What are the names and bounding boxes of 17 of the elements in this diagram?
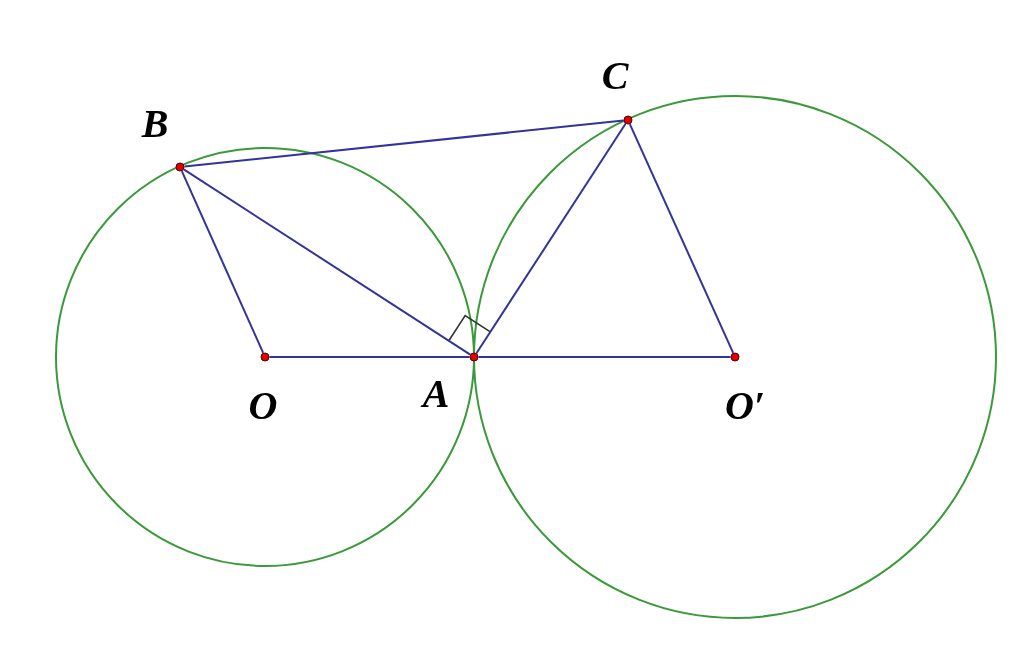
point-label: O	[248, 386, 278, 426]
point	[623, 115, 633, 125]
point	[730, 352, 740, 362]
point	[469, 352, 479, 362]
line-segment	[477, 356, 732, 358]
line-segment	[628, 123, 735, 354]
point	[175, 162, 185, 172]
line-segment	[268, 356, 471, 358]
line-segment	[182, 168, 472, 356]
point-label: C	[601, 56, 629, 96]
line-segment	[183, 119, 625, 168]
line-segment	[475, 122, 627, 355]
point	[260, 352, 270, 362]
point-label: A	[422, 374, 450, 414]
point-label: B	[141, 104, 169, 144]
point-label: O′	[724, 386, 766, 426]
line-segment	[180, 170, 265, 354]
